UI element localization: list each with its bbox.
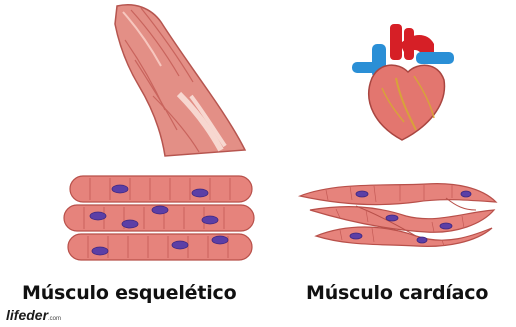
arm-muscle-illustration bbox=[95, 0, 255, 160]
heart-icon bbox=[352, 22, 462, 144]
arm-muscle-icon bbox=[95, 0, 255, 160]
cardiac-muscle-tissue bbox=[296, 176, 498, 248]
cardiac-muscle-fibers-icon bbox=[296, 176, 498, 248]
cardiac-muscle-caption: Músculo cardíaco bbox=[306, 282, 488, 304]
logo-name: lifeder bbox=[6, 307, 48, 323]
logo-suffix: .com bbox=[48, 316, 61, 322]
lifeder-logo[interactable]: lifeder.com bbox=[6, 307, 61, 323]
skeletal-muscle-caption: Músculo esquelético bbox=[22, 282, 236, 304]
skeletal-muscle-fibers-icon bbox=[60, 172, 260, 264]
skeletal-muscle-tissue bbox=[60, 172, 260, 264]
heart-illustration bbox=[352, 22, 462, 144]
